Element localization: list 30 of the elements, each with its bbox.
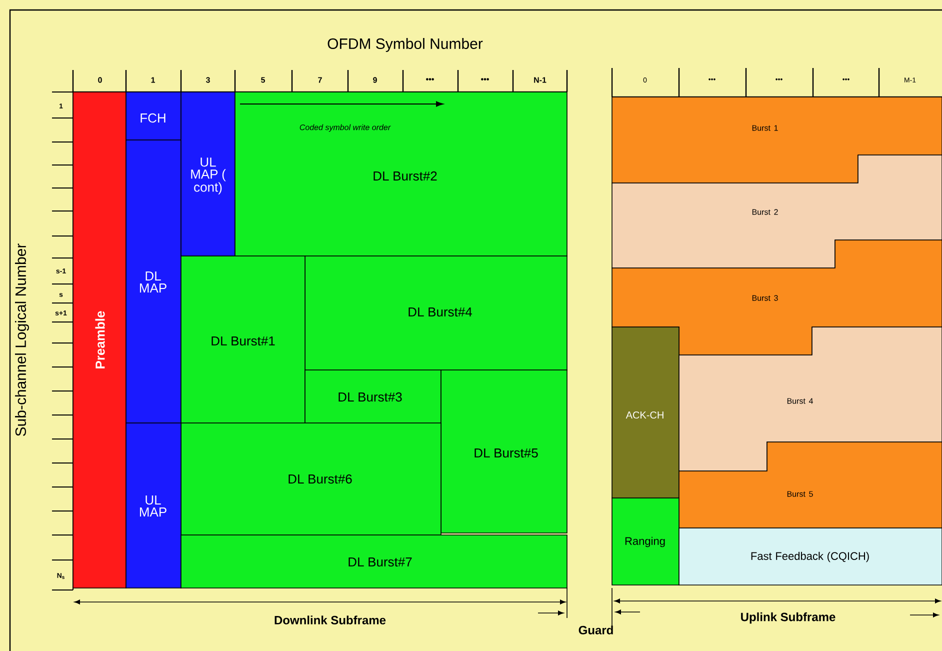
burst-block: Burst 1 <box>612 96 942 184</box>
dimension-label: Downlink Subframe <box>274 616 386 624</box>
dimension-label: Guard <box>578 626 613 634</box>
tick-label: 7 <box>318 77 322 83</box>
burst-block: ACK-CH <box>612 326 680 498</box>
tick-label: ••• <box>426 78 434 80</box>
arrow-label: Coded symbol write order <box>300 124 391 132</box>
burst-block: DL Burst#3 <box>304 370 442 424</box>
block: Preamble <box>72 92 126 588</box>
burst-block: DL Burst#5 <box>440 370 568 534</box>
block: FCH <box>126 92 182 140</box>
tick-label: N-1 <box>534 77 546 83</box>
burst-block: Burst 3 <box>612 240 942 356</box>
tick-label: 3 <box>206 77 210 83</box>
burst-block: Fast Feedback (CQICH) <box>678 528 942 586</box>
axis-title: OFDM Symbol Number <box>328 38 483 52</box>
burst-block: Burst 5 <box>678 442 942 528</box>
tick-label: ••• <box>481 78 489 80</box>
burst-block: Burst 4 <box>678 326 942 472</box>
tick-label: 0 <box>98 77 102 83</box>
dimension-label: Uplink Subframe <box>741 612 836 624</box>
tick-label: 1 <box>151 77 155 83</box>
axis-title: Sub-channel Logical Number <box>15 244 29 436</box>
burst-block: Burst 2 <box>612 154 942 268</box>
burst-block: Ranging <box>612 498 680 586</box>
tick-label: 5 <box>261 77 265 83</box>
burst-block: DL Burst#7 <box>180 534 568 588</box>
block: UL MAP <box>126 422 182 588</box>
burst-block: DL Burst#1 <box>180 256 306 424</box>
tick-label: 9 <box>373 77 377 83</box>
